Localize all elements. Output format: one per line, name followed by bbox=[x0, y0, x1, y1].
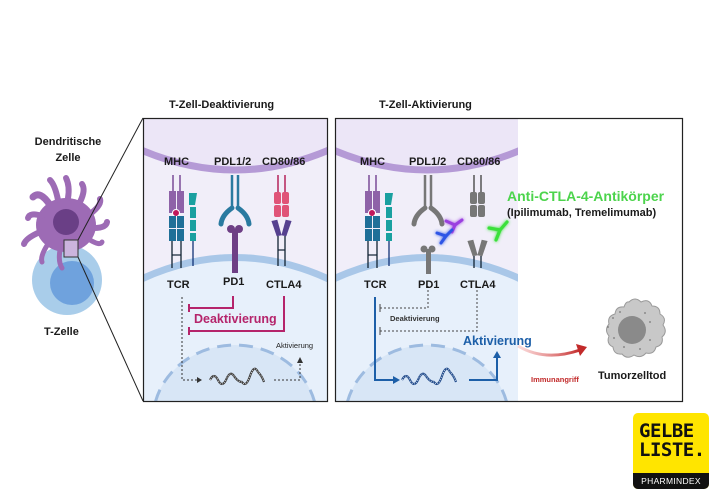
mhc-label: MHC bbox=[164, 156, 190, 168]
pd1-label: PD1 bbox=[223, 276, 245, 288]
tcr-label: TCR bbox=[364, 279, 387, 291]
zoom-region-box bbox=[63, 239, 79, 258]
antibody-examples: (Ipilimumab, Tremelimumab) bbox=[507, 207, 657, 219]
logo-line2: LISTE. bbox=[639, 439, 705, 461]
dendritic-cell bbox=[21, 175, 110, 271]
t-cell-label: T-Zelle bbox=[44, 326, 79, 338]
zoom-line-bottom bbox=[77, 256, 144, 402]
cd80-ctla4-complex-1 bbox=[271, 175, 292, 266]
gelbe-liste-logo[interactable]: GELBE LISTE. PHARMINDEX bbox=[633, 413, 709, 489]
panel-activation-background bbox=[336, 119, 518, 401]
deactivation-label: Deaktivierung bbox=[194, 312, 277, 326]
dendritic-cell-label-line2: Zelle bbox=[55, 152, 81, 164]
logo-line1: GELBE bbox=[639, 420, 694, 442]
ctla4-label: CTLA4 bbox=[266, 279, 302, 291]
activation-small-label: Aktivierung bbox=[276, 341, 314, 350]
activation-label: Aktivierung bbox=[463, 334, 532, 348]
dotted-signal-path-1 bbox=[181, 297, 301, 381]
cd80-label: CD80/86 bbox=[262, 156, 306, 168]
panel-activation-title: T-Zell-Aktivierung bbox=[379, 99, 472, 111]
panel-deactivation-frame bbox=[142, 117, 329, 403]
cd80-label: CD80/86 bbox=[457, 156, 501, 168]
dendritic-cell-label-line1: Dendritische bbox=[34, 136, 102, 148]
panel-deactivation-title: T-Zell-Deaktivierung bbox=[169, 99, 275, 111]
arrowhead-icon bbox=[576, 344, 587, 356]
cd80-ctla4-complex-2 bbox=[467, 175, 488, 268]
immune-attack-label: Immunangriff bbox=[531, 375, 579, 384]
t-cell bbox=[32, 245, 102, 315]
arrowhead-icon bbox=[197, 377, 202, 383]
antibody-title: Anti-CTLA-4-Antikörper bbox=[507, 188, 665, 204]
immune-attack-arrow bbox=[517, 344, 581, 357]
logo-subtitle-bar: PHARMINDEX bbox=[633, 473, 709, 489]
panel-activation-frame bbox=[334, 117, 684, 403]
deactivation-small-label: Deaktivierung bbox=[390, 314, 440, 323]
pdl-label: PDL1/2 bbox=[214, 156, 252, 168]
mhc-tcr-complex-2 bbox=[365, 175, 393, 268]
anti-pd1-antibody-icon bbox=[435, 228, 454, 245]
dotted-inhibition-lines-2 bbox=[380, 286, 478, 332]
ctla4-label: CTLA4 bbox=[460, 279, 496, 291]
pdl-pd1-complex-1 bbox=[218, 175, 252, 273]
arrowhead-icon bbox=[493, 351, 501, 358]
mhc-label: MHC bbox=[360, 156, 386, 168]
tcr-label: TCR bbox=[167, 279, 190, 291]
pdl-label: PDL1/2 bbox=[409, 156, 447, 168]
dendritic-cell-label: Dendritische Zelle bbox=[20, 134, 116, 166]
tumor-death-label: Tumorzelltod bbox=[598, 370, 667, 382]
anti-ctla4-antibody-icon bbox=[487, 220, 509, 242]
activation-signal-path-2 bbox=[374, 297, 498, 381]
pd1-label: PD1 bbox=[418, 279, 440, 291]
arrowhead-icon bbox=[393, 376, 400, 384]
logo-subtitle: PHARMINDEX bbox=[641, 476, 701, 486]
t-cell-nucleus bbox=[50, 261, 94, 305]
panel-deactivation-background bbox=[144, 119, 327, 401]
pdl-pd1-complex-2 bbox=[411, 175, 445, 274]
tumor-cell-icon bbox=[606, 298, 666, 358]
arrowhead-icon bbox=[297, 357, 303, 363]
zoom-line-top bbox=[77, 117, 144, 241]
inhibition-lines-1 bbox=[188, 296, 285, 335]
mhc-tcr-complex-1 bbox=[169, 175, 197, 268]
dendritic-cell-nucleus bbox=[53, 209, 79, 235]
